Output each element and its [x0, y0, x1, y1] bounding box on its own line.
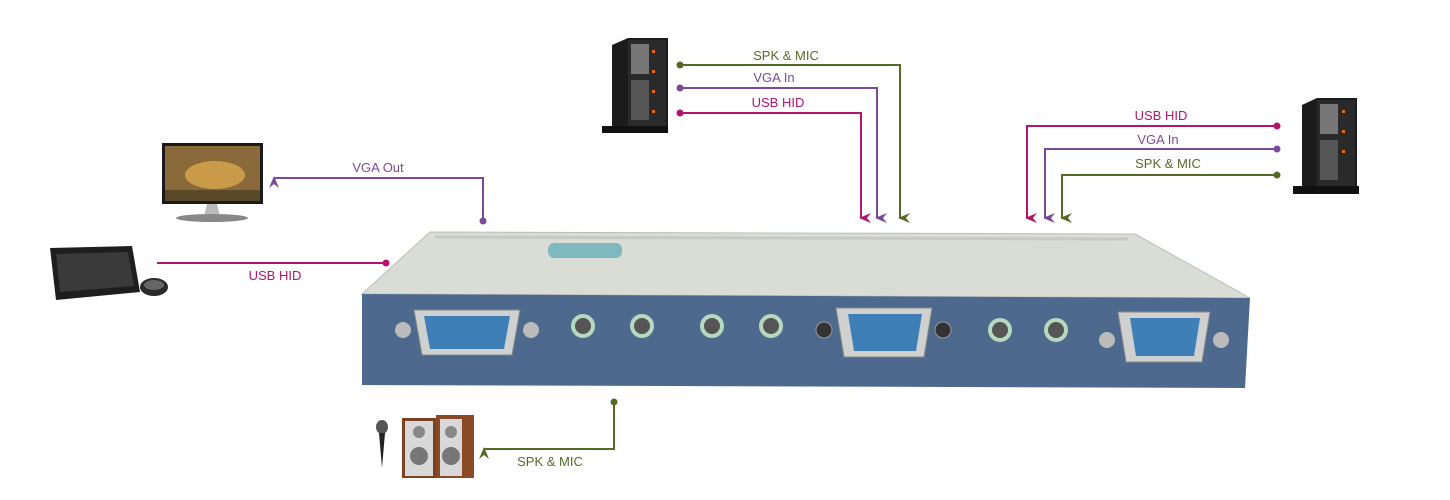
right-server-connections [1025, 125, 1277, 223]
speaker-connection [479, 402, 615, 459]
keyboard-mouse-icon [50, 246, 168, 300]
top-spk-label: SPK & MIC [753, 48, 819, 63]
speakers-icon [402, 415, 474, 478]
server-tower-icon-top [602, 38, 668, 133]
microphone-icon [376, 420, 388, 468]
keyboard-usb-label: USB HID [249, 268, 302, 283]
right-usb-label: USB HID [1135, 108, 1188, 123]
vga-port-center [815, 307, 952, 358]
right-vga-label: VGA In [1137, 132, 1178, 147]
vga-port-left [395, 309, 539, 356]
speaker-label: SPK & MIC [517, 454, 583, 469]
kvm-switch-device [360, 231, 1251, 388]
vga-out-connection [269, 176, 484, 221]
top-vga-label: VGA In [753, 70, 794, 85]
vga-out-label: VGA Out [352, 160, 404, 175]
device-button [548, 243, 622, 258]
monitor-icon [162, 143, 263, 222]
right-spk-label: SPK & MIC [1135, 156, 1201, 171]
top-server-connections [680, 64, 910, 223]
vga-port-right [1099, 311, 1229, 363]
audio-jacks [571, 314, 1068, 342]
server-tower-icon-right [1293, 98, 1359, 194]
top-usb-label: USB HID [752, 95, 805, 110]
